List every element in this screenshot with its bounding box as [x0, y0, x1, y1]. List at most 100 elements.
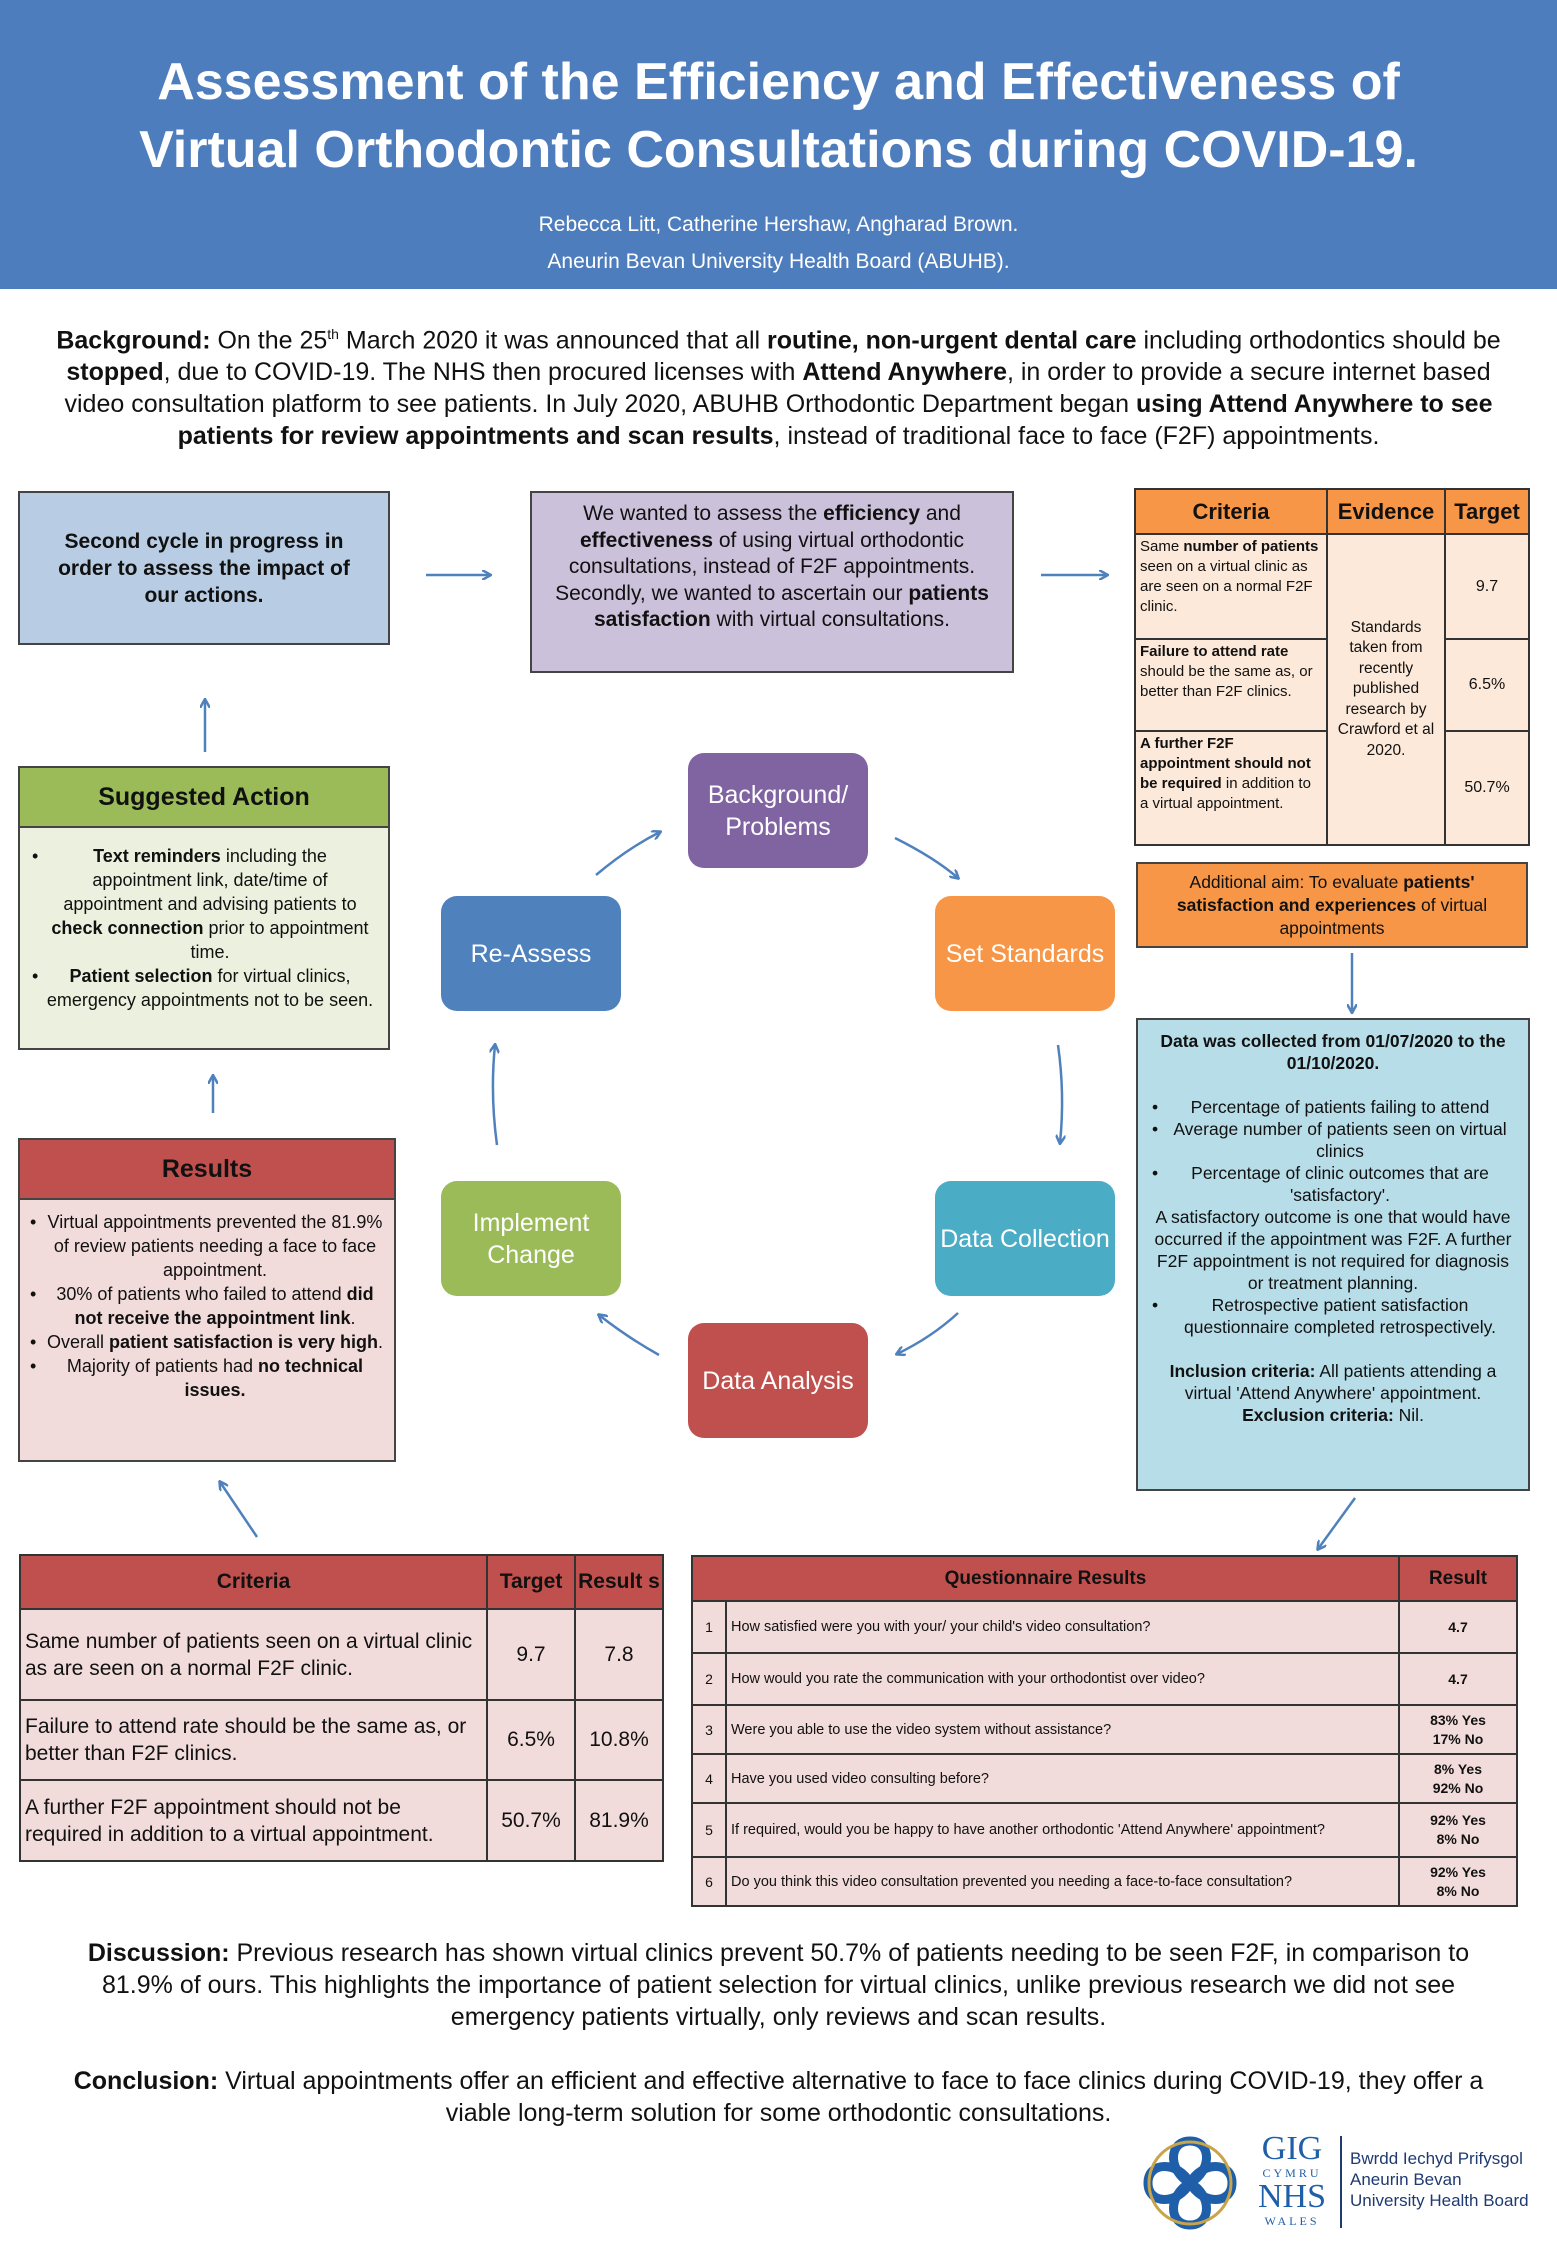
data-collection-title: Data was collected from 01/07/2020 to th… [1160, 1031, 1506, 1073]
question-number: 5 [691, 1802, 727, 1858]
results-header-result: Result s [574, 1553, 664, 1611]
celtic-knot-icon [1143, 2136, 1237, 2230]
arrow-icon [599, 1315, 660, 1357]
question-number: 6 [691, 1856, 727, 1907]
standards-table: Criteria Evidence Target Same number of … [1134, 487, 1530, 846]
results-box: Results Virtual appointments prevented t… [18, 1138, 396, 1462]
table-row: 1 How satisfied were you with your/ your… [691, 1600, 1518, 1654]
standards-criteria-1: Same number of patients seen on a virtua… [1134, 533, 1328, 640]
standards-target-1: 9.7 [1444, 533, 1530, 640]
question-text: Have you used video consulting before? [725, 1753, 1400, 1804]
affiliation: Aneurin Bevan University Health Board (A… [547, 250, 1010, 273]
standards-header-evidence: Evidence [1326, 487, 1446, 536]
results-target: 50.7% [486, 1779, 576, 1862]
data-collection-list-2: Retrospective patient satisfaction quest… [1152, 1294, 1514, 1338]
standards-evidence: Standards taken from recently published … [1326, 533, 1446, 846]
action-item: Patient selection for virtual clinics, e… [32, 964, 374, 1012]
standards-criteria-3: A further F2F appointment should not be … [1134, 730, 1328, 846]
question-text: Do you think this video consultation pre… [725, 1856, 1400, 1907]
results-table: Criteria Target Result s Same number of … [19, 1553, 664, 1862]
background-paragraph: Background: On the 25th March 2020 it wa… [56, 326, 1501, 451]
standards-criteria-2: Failure to attend rate should be the sam… [1134, 637, 1328, 733]
question-text: How would you rate the communication wit… [725, 1652, 1400, 1706]
aim-box: We wanted to assess the efficiency and e… [530, 491, 1014, 673]
cycle-node-data-collection: Data Collection [935, 1181, 1115, 1296]
action-item: Text reminders including the appointment… [32, 844, 374, 964]
arrow-icon [897, 1312, 959, 1354]
results-value: 7.8 [574, 1608, 664, 1701]
authors-block: Rebecca Litt, Catherine Hershaw, Anghara… [0, 206, 1557, 280]
data-collection-item: Retrospective patient satisfaction quest… [1152, 1294, 1514, 1338]
table-row: 3 Were you able to use the video system … [691, 1704, 1518, 1755]
gig-nhs-wordmark: GIG CYMRU NHS WALES [1257, 2130, 1327, 2229]
table-row: A further F2F appointment should not be … [19, 1779, 664, 1862]
arrow-icon [220, 1482, 259, 1538]
data-collection-item: Percentage of clinic outcomes that are '… [1152, 1162, 1514, 1206]
table-row: Failure to attend rate should be the sam… [19, 1698, 664, 1782]
results-header-target: Target [486, 1553, 576, 1611]
arrow-icon [894, 836, 958, 878]
results-value: 10.8% [574, 1698, 664, 1782]
table-row: 2 How would you rate the communication w… [691, 1652, 1518, 1706]
question-number: 3 [691, 1704, 727, 1755]
poster-header: Assessment of the Efficiency and Effecti… [0, 0, 1557, 289]
table-row: Same number of patients seen on a virtua… [19, 1608, 664, 1701]
standards-target-3: 50.7% [1444, 730, 1530, 846]
table-row: 5 If required, would you be happy to hav… [691, 1802, 1518, 1858]
nhs-wales-logo: GIG CYMRU NHS WALES Bwrdd Iechyd Prifysg… [1140, 2128, 1540, 2238]
question-text: How satisfied were you with your/ your c… [725, 1600, 1400, 1654]
question-result: 4.7 [1398, 1600, 1518, 1654]
question-result: 4.7 [1398, 1652, 1518, 1706]
inclusion-criteria: Inclusion criteria: All patients attendi… [1169, 1361, 1497, 1403]
results-target: 9.7 [486, 1608, 576, 1701]
results-target: 6.5% [486, 1698, 576, 1782]
arrow-icon [493, 1045, 497, 1146]
exclusion-criteria: Exclusion criteria: Nil. [1242, 1405, 1424, 1425]
result-item: 30% of patients who failed to attend did… [30, 1282, 386, 1330]
results-value: 81.9% [574, 1779, 664, 1862]
standards-header-target: Target [1444, 487, 1530, 536]
table-row: 4 Have you used video consulting before?… [691, 1753, 1518, 1804]
question-number: 2 [691, 1652, 727, 1706]
cycle-node-set-standards: Set Standards [935, 896, 1115, 1011]
health-board-name: Bwrdd Iechyd Prifysgol Aneurin Bevan Uni… [1350, 2149, 1529, 2210]
logo-divider [1340, 2136, 1342, 2228]
suggested-action-title: Suggested Action [20, 768, 388, 828]
second-cycle-box: Second cycle in progress in order to ass… [18, 491, 390, 645]
cycle-node-implement-change: Implement Change [441, 1181, 621, 1296]
questionnaire-header: Questionnaire Results [691, 1555, 1400, 1602]
questionnaire-table: Questionnaire Results Result 1 How satis… [691, 1555, 1518, 1907]
result-item: Majority of patients had no technical is… [30, 1354, 386, 1402]
result-item: Overall patient satisfaction is very hig… [30, 1330, 386, 1354]
standards-target-2: 6.5% [1444, 637, 1530, 733]
data-collection-item: Average number of patients seen on virtu… [1152, 1118, 1514, 1162]
results-list: Virtual appointments prevented the 81.9%… [20, 1200, 394, 1402]
standards-header-criteria: Criteria [1134, 487, 1328, 536]
results-title: Results [20, 1140, 394, 1200]
satisfactory-definition: A satisfactory outcome is one that would… [1154, 1207, 1512, 1293]
poster-title: Assessment of the Efficiency and Effecti… [139, 53, 1418, 179]
data-collection-box: Data was collected from 01/07/2020 to th… [1136, 1018, 1530, 1491]
results-header-criteria: Criteria [19, 1553, 488, 1611]
results-criteria: Same number of patients seen on a virtua… [19, 1608, 488, 1701]
data-collection-item: Percentage of patients failing to attend [1152, 1096, 1514, 1118]
question-text: If required, would you be happy to have … [725, 1802, 1400, 1858]
arrow-icon [1058, 1044, 1062, 1143]
data-collection-list: Percentage of patients failing to attend… [1152, 1096, 1514, 1206]
question-number: 1 [691, 1600, 727, 1654]
questionnaire-result-header: Result [1398, 1555, 1518, 1602]
cycle-node-data-analysis: Data Analysis [688, 1323, 868, 1438]
suggested-action-box: Suggested Action Text reminders includin… [18, 766, 390, 1050]
question-number: 4 [691, 1753, 727, 1804]
table-row: 6 Do you think this video consultation p… [691, 1856, 1518, 1907]
arrow-icon [1318, 1497, 1357, 1549]
results-criteria: A further F2F appointment should not be … [19, 1779, 488, 1862]
result-item: Virtual appointments prevented the 81.9%… [30, 1210, 386, 1282]
authors: Rebecca Litt, Catherine Hershaw, Anghara… [538, 213, 1019, 236]
cycle-node-background: Background/ Problems [688, 753, 868, 868]
question-text: Were you able to use the video system wi… [725, 1704, 1400, 1755]
